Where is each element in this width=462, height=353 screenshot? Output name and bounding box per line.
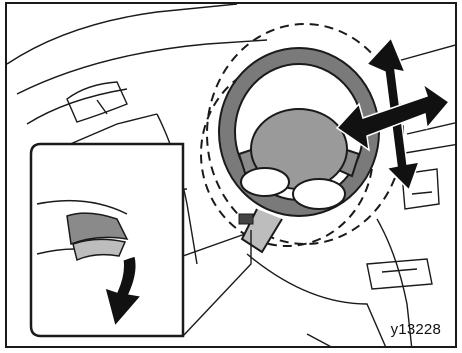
figure-frame: y13228: [5, 2, 457, 348]
leader-lines: [183, 230, 251, 336]
steering-adjustment-illustration: [7, 4, 457, 348]
lever-inset: [31, 144, 183, 336]
steering-wheel-icon: [219, 48, 379, 252]
figure-code: y13228: [391, 321, 441, 338]
